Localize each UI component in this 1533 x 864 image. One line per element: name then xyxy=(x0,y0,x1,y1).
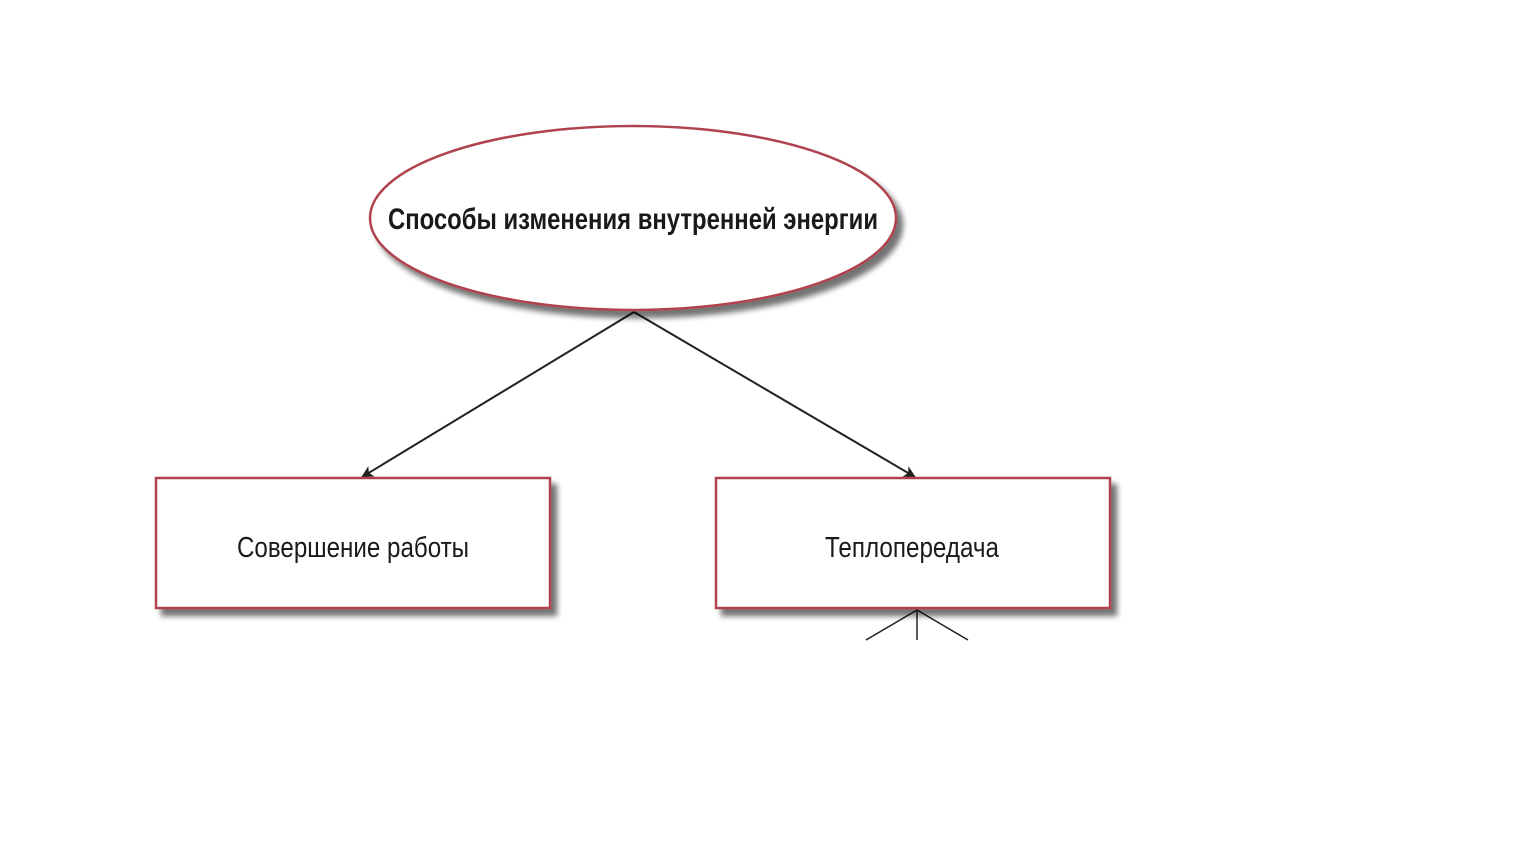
root-node: Способы изменения внутренней энергии xyxy=(368,124,898,312)
root-ellipse xyxy=(368,124,898,312)
child-label-heat-transfer: Теплопередача xyxy=(825,532,1000,564)
child-box-heat-transfer xyxy=(714,476,1112,610)
connector-stub-below-heat xyxy=(865,609,969,641)
connector-root-to-heat xyxy=(633,311,916,478)
child-label-work: Совершение работы xyxy=(237,532,469,564)
child-node-work: Совершение работы xyxy=(154,476,552,610)
root-label: Способы изменения внутренней энергии xyxy=(388,203,878,236)
connector-root-to-work xyxy=(361,311,635,478)
child-box-work xyxy=(154,476,552,610)
child-node-heat-transfer: Теплопередача xyxy=(714,476,1112,610)
connectors xyxy=(361,311,969,641)
